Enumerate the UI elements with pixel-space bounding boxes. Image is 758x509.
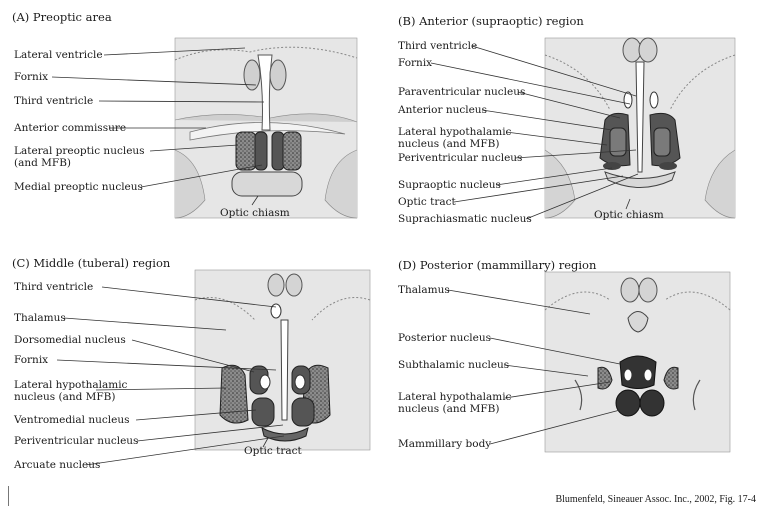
label-lateral-preoptic-mfb: (and MFB) xyxy=(14,157,71,169)
label-thalamus-d: Thalamus xyxy=(398,284,450,296)
label-lateral-ventricle: Lateral ventricle xyxy=(14,49,103,61)
panel-c-title: (C) Middle (tuberal) region xyxy=(12,256,170,270)
label-lateral-hypothalamic-mfb-b: nucleus (and MFB) xyxy=(398,138,500,150)
label-ventromedial-nucleus: Ventromedial nucleus xyxy=(14,414,130,426)
left-edge-bar xyxy=(8,486,9,506)
label-fornix: Fornix xyxy=(14,71,48,83)
label-suprachiasmatic-nucleus: Suprachiasmatic nucleus xyxy=(398,213,532,225)
label-supraoptic-nucleus: Supraoptic nucleus xyxy=(398,179,501,191)
label-third-ventricle-b: Third ventricle xyxy=(398,40,477,52)
label-optic-tract-c: Optic tract xyxy=(244,445,302,457)
figure-credit: Blumenfeld, Sineauer Assoc. Inc., 2002, … xyxy=(555,494,756,505)
label-thalamus-c: Thalamus xyxy=(14,312,66,324)
panel-b-title: (B) Anterior (supraoptic) region xyxy=(398,14,584,28)
label-optic-tract-b: Optic tract xyxy=(398,196,456,208)
label-paraventricular-nucleus: Paraventricular nucleus xyxy=(398,86,525,98)
label-arcuate-nucleus: Arcuate nucleus xyxy=(14,459,100,471)
label-posterior-nucleus: Posterior nucleus xyxy=(398,332,491,344)
label-lateral-preoptic-nucleus: Lateral preoptic nucleus xyxy=(14,145,145,157)
label-periventricular-nucleus-c: Periventricular nucleus xyxy=(14,435,138,447)
label-lateral-hypothalamic-b: Lateral hypothalamic xyxy=(398,126,511,138)
label-periventricular-nucleus-b: Periventricular nucleus xyxy=(398,152,522,164)
label-fornix-c: Fornix xyxy=(14,354,48,366)
label-optic-chiasm-a: Optic chiasm xyxy=(220,207,290,219)
label-lateral-hypothalamic-mfb-d: nucleus (and MFB) xyxy=(398,403,500,415)
label-third-ventricle-c: Third ventricle xyxy=(14,281,93,293)
label-subthalamic-nucleus: Subthalamic nucleus xyxy=(398,359,509,371)
label-lateral-hypothalamic-d: Lateral hypothalamic xyxy=(398,391,511,403)
label-lateral-hypothalamic-mfb-c: nucleus (and MFB) xyxy=(14,391,116,403)
label-optic-chiasm-b: Optic chiasm xyxy=(594,209,664,221)
label-dorsomedial-nucleus: Dorsomedial nucleus xyxy=(14,334,126,346)
label-anterior-commissure: Anterior commissure xyxy=(14,122,126,134)
label-lateral-hypothalamic-c: Lateral hypothalamic xyxy=(14,379,127,391)
panel-a-title: (A) Preoptic area xyxy=(12,10,112,24)
label-third-ventricle: Third ventricle xyxy=(14,95,93,107)
label-mammillary-body: Mammillary body xyxy=(398,438,491,450)
label-fornix-b: Fornix xyxy=(398,57,432,69)
label-medial-preoptic-nucleus: Medial preoptic nucleus xyxy=(14,181,143,193)
label-anterior-nucleus: Anterior nucleus xyxy=(398,104,487,116)
panel-d-title: (D) Posterior (mammillary) region xyxy=(398,258,596,272)
